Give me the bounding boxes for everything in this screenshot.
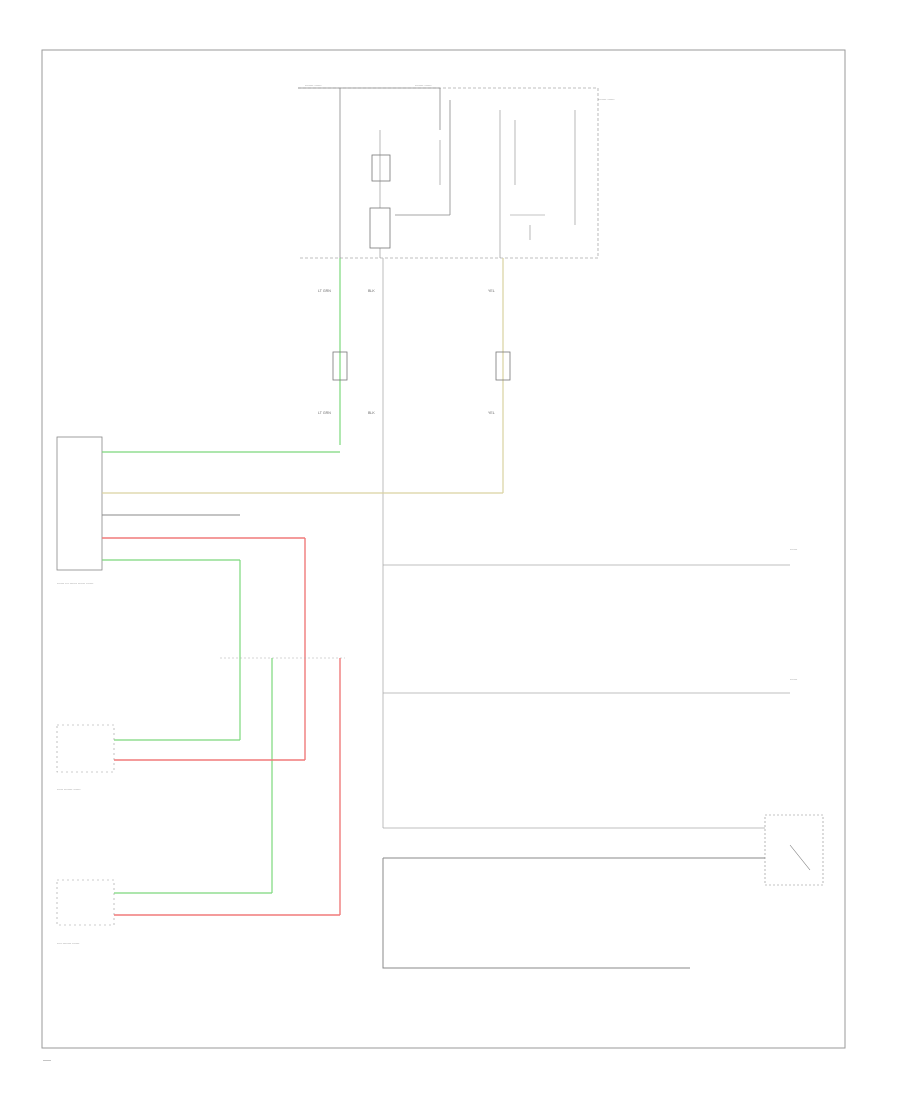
connector-left xyxy=(332,351,348,381)
ltgrn-label-2: LT GRN xyxy=(318,411,331,415)
yel-label-2: YEL xyxy=(488,411,495,415)
transmission-switch xyxy=(764,814,824,886)
right-speaker-box xyxy=(56,724,115,773)
blk-label-2: BLK xyxy=(368,411,375,415)
page-frame xyxy=(41,49,846,1049)
connector-right xyxy=(495,351,511,381)
relay-box-outline xyxy=(298,87,599,259)
relay-coil-2 xyxy=(369,207,391,249)
audio-unit-label: ------ --- ------ ------ ------ xyxy=(57,581,94,585)
page-code: ---- xyxy=(43,1058,51,1064)
bus-label-2: ------- ------ xyxy=(415,83,432,87)
bus-label-1: ------- ------ xyxy=(305,83,322,87)
relay-coil-1 xyxy=(371,154,391,182)
blk-label-1: BLK xyxy=(368,289,375,293)
right-comp-1: ------ xyxy=(790,547,798,551)
right-speaker-label: ----- ------- ------ xyxy=(57,787,81,791)
left-speaker-box xyxy=(56,879,115,926)
ltgrn-label-1: LT GRN xyxy=(318,289,331,293)
tr-switch-arm xyxy=(789,844,811,871)
left-speaker-label: ---- ------- ------ xyxy=(57,941,80,945)
branch-4 xyxy=(382,858,690,969)
relay-main-label: ------- ------ xyxy=(598,97,615,101)
audio-unit-box xyxy=(56,436,103,571)
yel-label-1: YEL xyxy=(488,289,495,293)
right-comp-2: ------ xyxy=(790,677,798,681)
